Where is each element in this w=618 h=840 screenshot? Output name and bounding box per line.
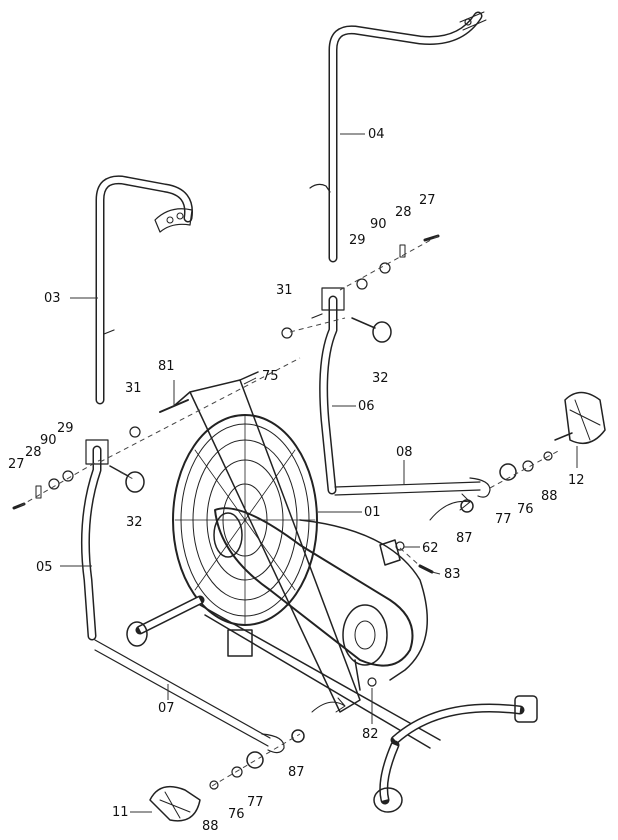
left-link-bar <box>94 639 285 754</box>
left-pedal <box>149 785 201 822</box>
part-label-77-left: 77 <box>247 795 264 810</box>
part-label-32-left: 32 <box>126 515 143 530</box>
part-label-83: 83 <box>444 567 461 582</box>
part-label-31-top: 31 <box>276 283 293 298</box>
part-label-04: 04 <box>368 127 385 142</box>
part-label-27-left: 27 <box>8 457 25 472</box>
part-label-62: 62 <box>422 541 439 556</box>
part-label-81: 81 <box>158 359 175 374</box>
part-label-28-top: 28 <box>395 205 412 220</box>
part-label-88-left: 88 <box>202 819 219 834</box>
part-label-87-right: 87 <box>456 531 473 546</box>
leader-lines <box>60 133 578 813</box>
part-label-88-right: 88 <box>541 489 558 504</box>
part-label-82: 82 <box>362 727 379 742</box>
part-label-12: 12 <box>568 473 585 488</box>
right-pedal <box>554 391 606 445</box>
part-label-76-left: 76 <box>228 807 245 822</box>
part-label-07: 07 <box>158 701 175 716</box>
part-labels: 04 03 05 06 01 08 07 11 12 27 27 28 28 2… <box>8 127 585 834</box>
part-label-77-right: 77 <box>495 512 512 527</box>
right-link-bar <box>334 477 491 498</box>
part-label-87-left: 87 <box>288 765 305 780</box>
right-handlebar <box>309 11 487 263</box>
part-label-75: 75 <box>262 369 279 384</box>
left-lower-arm <box>80 439 109 641</box>
part-label-27-top: 27 <box>419 193 436 208</box>
part-label-01: 01 <box>364 505 381 520</box>
part-label-90-top: 90 <box>370 217 387 232</box>
assembly-lines <box>19 235 561 787</box>
part-label-29-top: 29 <box>349 233 366 248</box>
part-label-08: 08 <box>396 445 413 460</box>
left-handlebar <box>95 175 194 405</box>
part-label-90-left: 90 <box>40 433 57 448</box>
hardware <box>12 234 553 790</box>
part-label-28-left: 28 <box>25 445 42 460</box>
part-label-32-top: 32 <box>372 371 389 386</box>
right-lower-arm <box>311 287 345 495</box>
part-label-31-left: 31 <box>125 381 142 396</box>
part-label-03: 03 <box>44 291 61 306</box>
part-label-06: 06 <box>358 399 375 414</box>
part-label-76-right: 76 <box>517 502 534 517</box>
part-label-29-left: 29 <box>57 421 74 436</box>
part-label-11: 11 <box>112 805 129 820</box>
part-label-05: 05 <box>36 560 53 575</box>
main-frame <box>126 371 538 813</box>
